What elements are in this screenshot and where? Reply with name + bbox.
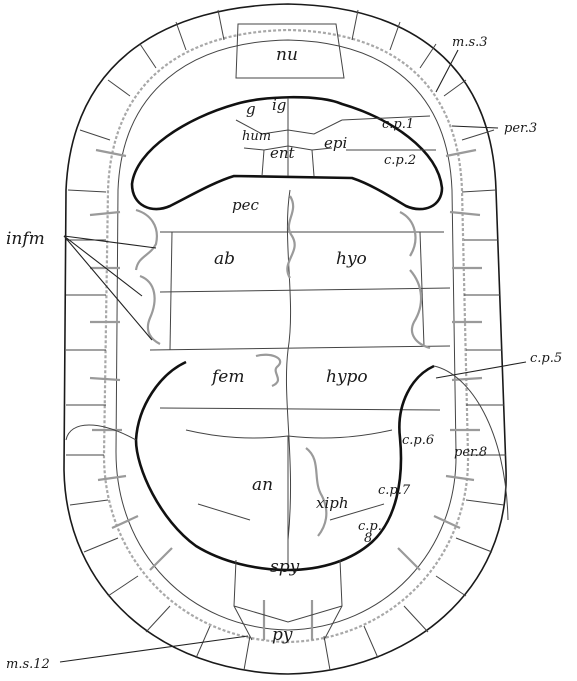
label-epi: epi bbox=[324, 134, 347, 152]
posterior-fontanelle-outline bbox=[136, 362, 434, 570]
label-per8: per.8 bbox=[454, 445, 487, 460]
label-ig: ig bbox=[272, 96, 286, 114]
label-cp1: c.p.1 bbox=[382, 117, 414, 132]
label-per3: per.3 bbox=[504, 121, 537, 136]
label-spy: spy bbox=[270, 557, 300, 577]
label-nu: nu bbox=[276, 45, 298, 65]
label-pec: pec bbox=[232, 196, 259, 214]
label-cp8-number: 8 bbox=[364, 531, 372, 546]
label-ab: ab bbox=[214, 249, 235, 269]
lateral-arc-left bbox=[66, 425, 136, 440]
label-ms3: m.s.3 bbox=[452, 35, 488, 50]
label-hum: hum bbox=[242, 129, 271, 144]
label-cp6: c.p.6 bbox=[402, 433, 434, 448]
lateral-arc-right bbox=[434, 366, 508, 520]
label-py: py bbox=[272, 625, 293, 645]
label-g: g bbox=[246, 100, 256, 118]
label-cp5: c.p.5 bbox=[530, 351, 562, 366]
label-hypo: hypo bbox=[326, 367, 368, 387]
label-ent: ent bbox=[270, 144, 296, 162]
label-xiph: xiph bbox=[316, 494, 349, 512]
label-hyo: hyo bbox=[336, 249, 367, 269]
label-cp2: c.p.2 bbox=[384, 153, 416, 168]
label-cp7: c.p.7 bbox=[378, 483, 411, 498]
posterior-scute-lines bbox=[186, 430, 392, 640]
label-an: an bbox=[252, 475, 273, 495]
label-infm: infm bbox=[6, 229, 45, 249]
label-fem: fem bbox=[210, 367, 244, 387]
label-ms12: m.s.12 bbox=[6, 657, 50, 672]
